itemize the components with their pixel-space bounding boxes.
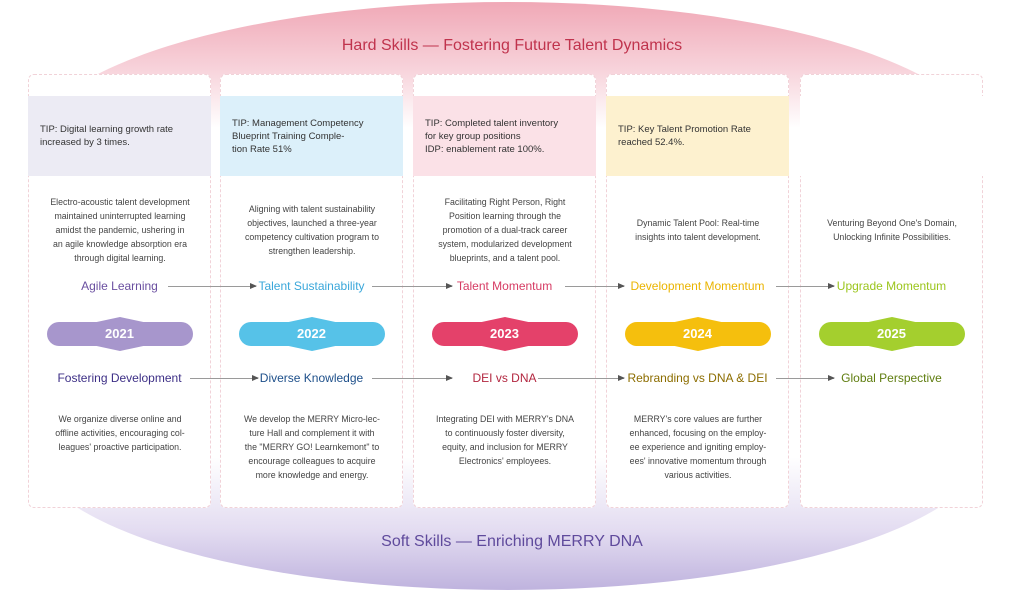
soft-skill-label-2023: DEI vs DNA (472, 371, 537, 385)
hard-skill-label-2025: Upgrade Momentum (836, 279, 947, 293)
badge-notch-bottom (669, 345, 726, 351)
bottom-description-2023: Integrating DEI with MERRY's DNA to cont… (436, 414, 574, 466)
tip-text: TIP: Completed talent inventory for key … (425, 117, 559, 155)
top-flow-arrow (565, 283, 625, 289)
badge-notch-bottom (283, 345, 340, 351)
badge-notch-top (863, 317, 920, 323)
top-description-2022: Aligning with talent sustainability obje… (245, 204, 379, 256)
badge-notch-top (669, 317, 726, 323)
soft-skill-label-2025: Global Perspective (841, 371, 942, 385)
top-flow-arrow (776, 283, 835, 289)
top-flow-arrow (372, 283, 453, 289)
top-description-2025: Venturing Beyond One's Domain, Unlocking… (827, 218, 957, 242)
soft-skill-label-2021: Fostering Development (57, 371, 182, 385)
badge-notch-bottom (91, 345, 148, 351)
year-badge-2023: 2023 (431, 317, 578, 351)
badge-notch-top (283, 317, 340, 323)
tip-text: TIP: Management Competency Blueprint Tra… (232, 117, 364, 155)
bottom-description-2021: We organize diverse online and offline a… (55, 414, 185, 452)
year-badge-2022: 2022 (238, 317, 385, 351)
soft-skill-label-2024: Rebranding vs DNA & DEI (627, 371, 768, 385)
badge-notch-bottom (863, 345, 920, 351)
hard-skills-title: Hard Skills — Fostering Future Talent Dy… (341, 37, 683, 54)
hard-skill-label-2021: Agile Learning (81, 279, 158, 293)
top-description-2021: Electro-acoustic talent development main… (50, 197, 190, 263)
top-description-2024: Dynamic Talent Pool: Real-time insights … (635, 218, 761, 242)
bottom-flow-arrow (776, 375, 835, 381)
soft-skill-label-2022: Diverse Knowledge (259, 371, 364, 385)
tip-box-2025 (800, 96, 983, 176)
bottom-flow-arrow (190, 375, 259, 381)
tip-box-2022: TIP: Management Competency Blueprint Tra… (220, 96, 403, 176)
bottom-flow-arrow (372, 375, 453, 381)
hard-skill-label-2022: Talent Sustainability (258, 279, 365, 293)
tip-box-2024: TIP: Key Talent Promotion Rate reached 5… (606, 96, 789, 176)
badge-notch-top (91, 317, 148, 323)
tip-text: TIP: Digital learning growth rate increa… (40, 124, 174, 148)
badge-notch-top (476, 317, 533, 323)
badge-notch-bottom (476, 345, 533, 351)
year-badge-2024: 2024 (624, 317, 771, 351)
bottom-description-2022: We develop the MERRY Micro-lec- ture Hal… (244, 414, 380, 480)
year-badge-2021: 2021 (46, 317, 193, 351)
top-flow-arrow (168, 283, 257, 289)
tip-box-2021: TIP: Digital learning growth rate increa… (28, 96, 211, 176)
soft-skills-title: Soft Skills — Enriching MERRY DNA (381, 533, 643, 550)
tip-box-2023: TIP: Completed talent inventory for key … (413, 96, 596, 176)
top-description-2023: Facilitating Right Person, Right Positio… (438, 197, 572, 263)
hard-skill-label-2024: Development Momentum (630, 279, 765, 293)
bottom-flow-arrow (538, 375, 625, 381)
tip-text: TIP: Key Talent Promotion Rate reached 5… (618, 124, 751, 148)
hard-skill-label-2023: Talent Momentum (456, 279, 553, 293)
bottom-description-2024: MERRY's core values are further enhanced… (629, 414, 767, 480)
year-badge-2025: 2025 (818, 317, 965, 351)
